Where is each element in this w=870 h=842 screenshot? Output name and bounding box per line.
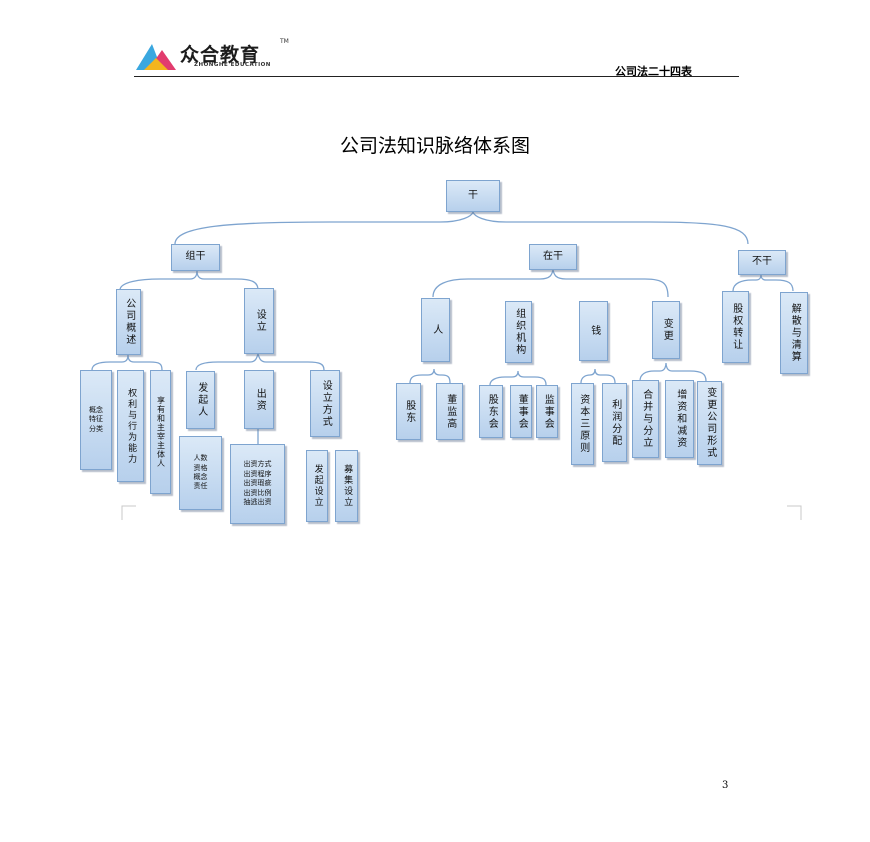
- node-zengzi-jianzi: 增资和减资: [665, 380, 694, 458]
- brace-qian: [580, 368, 616, 384]
- node-lirun-fenpei: 利润分配: [602, 383, 627, 462]
- node-guquan-zhuanrang: 股权转让: [722, 291, 749, 363]
- node-sheli: 设立: [244, 288, 274, 354]
- page-number: 3: [722, 780, 729, 791]
- corner-mark-left: [121, 505, 136, 520]
- node-jianshihui: 监事会: [536, 385, 558, 438]
- node-muji-sheli: 募集设立: [335, 450, 358, 522]
- logo-triangle-icon: [136, 44, 176, 70]
- node-chuzi: 出资: [244, 370, 274, 429]
- node-dongjiangao: 董监高: [436, 383, 463, 440]
- document-title: 公司法二十四表: [615, 65, 692, 78]
- node-biangeng: 变更: [652, 301, 680, 359]
- header-logo: 众合教育 TM ZHONGHE EDUCATION: [134, 38, 344, 74]
- node-ziben-sanyuanze: 资本三原则: [571, 383, 594, 465]
- logo-trademark: TM: [280, 38, 289, 45]
- brace-sheli: [195, 351, 325, 371]
- node-faqi-sheli: 发起设立: [306, 450, 328, 522]
- brace-gongsi: [91, 354, 163, 371]
- node-jigan: 组干: [171, 244, 220, 271]
- brace-biangeng: [639, 362, 707, 382]
- corner-mark-right: [787, 505, 802, 520]
- diagram-title: 公司法知识脉络体系图: [339, 135, 530, 157]
- node-quanli-nengli: 权利与行为能力: [117, 370, 144, 482]
- node-zhiji-zhuti: 享有和主宰主体人: [150, 370, 171, 494]
- brace-zaigan: [432, 269, 669, 298]
- brace-root: [174, 211, 749, 245]
- brace-ren: [409, 368, 451, 384]
- node-root: 干: [446, 180, 500, 212]
- logo-subtext: ZHONGHE EDUCATION: [194, 62, 271, 68]
- logo-text: 众合教育: [180, 44, 261, 66]
- node-zuzhi-jigou: 组织机构: [505, 301, 532, 363]
- node-dongshihui: 董事会: [510, 385, 532, 438]
- header-divider: [134, 76, 739, 77]
- node-sheli-fangshi: 设立方式: [310, 370, 340, 437]
- node-ren: 人: [421, 298, 450, 362]
- brace-zuzhi: [489, 370, 547, 386]
- node-chuzi-detail: 出资方式 出资程序 出资瑕疵 出资比例 抽逃出资: [230, 444, 285, 524]
- node-gongsi-gaishu: 公司概述: [116, 289, 141, 355]
- brace-jigan: [119, 270, 259, 291]
- brace-bugan: [732, 274, 794, 292]
- node-jiesan-qingsuan: 解散与清算: [780, 292, 808, 374]
- node-gudonghui: 股东会: [479, 385, 503, 438]
- node-faqiren: 发起人: [186, 371, 215, 429]
- node-hebing-fenli: 合并与分立: [632, 380, 659, 458]
- node-gainian-tezheng-fenlei: 概念 特征 分类: [80, 370, 112, 470]
- node-gudong: 股东: [396, 383, 421, 440]
- node-biangeng-xingshi: 变更公司形式: [697, 381, 722, 465]
- node-bugan: 不干: [738, 250, 786, 275]
- node-faqiren-detail: 人数 资格 概念 责任: [179, 436, 222, 510]
- node-qian: 钱: [579, 301, 608, 361]
- node-zaigan: 在干: [529, 244, 577, 270]
